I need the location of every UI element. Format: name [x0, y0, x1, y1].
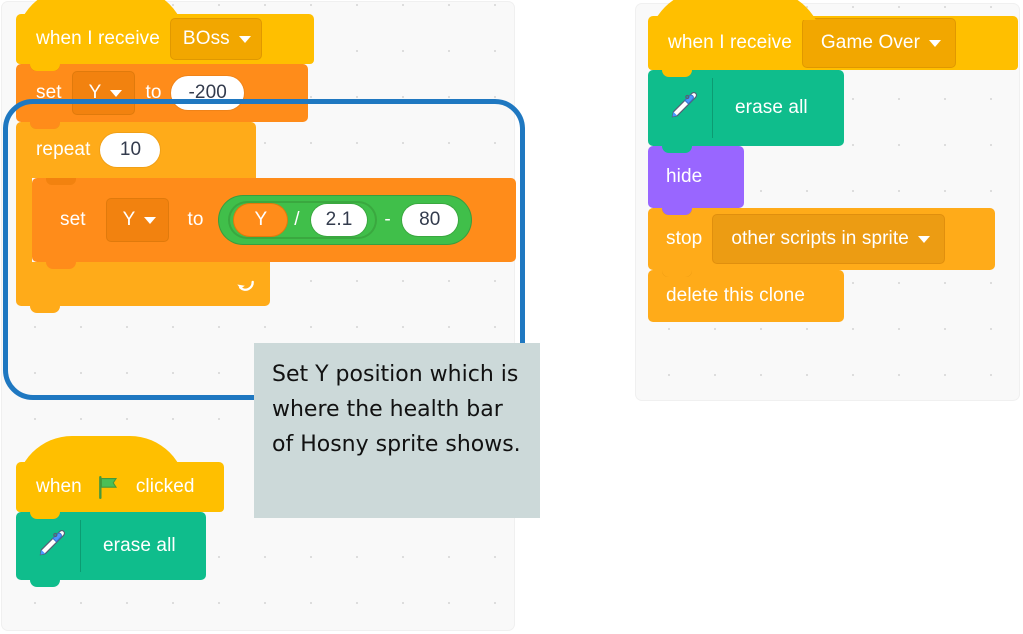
pen-icon-divider: [80, 520, 81, 572]
chevron-down-icon: [917, 235, 930, 243]
clicked-label: clicked: [135, 476, 195, 497]
when-i-receive-label: when I receive: [668, 32, 792, 53]
block-repeat-10[interactable]: repeat 10 set Y to Y /: [16, 122, 516, 313]
block-notch-bottom: [30, 121, 60, 129]
repeat-footer[interactable]: [16, 262, 270, 313]
block-notch-bottom: [662, 269, 692, 277]
erase-all-label: erase all: [735, 97, 808, 118]
block-notch-bottom: [30, 511, 60, 519]
pen-icon: [671, 92, 698, 118]
message-dropdown-value: BOss: [182, 28, 230, 49]
block-notch-bottom: [30, 63, 60, 71]
block-notch-bottom: [662, 207, 692, 215]
hat-cap-shape: [16, 436, 224, 466]
variable-reporter-y[interactable]: Y: [234, 204, 288, 236]
chevron-down-icon: [110, 89, 123, 97]
when-i-receive-label: when I receive: [36, 28, 160, 49]
chevron-down-icon: [238, 35, 251, 43]
set-label: set: [36, 82, 62, 103]
minus-symbol: -: [384, 209, 391, 230]
variable-dropdown-value: Y: [122, 209, 136, 230]
repeat-times-input[interactable]: 10: [100, 133, 161, 167]
repeat-label: repeat: [36, 139, 91, 160]
when-label: when: [36, 476, 82, 497]
pen-icon-divider: [712, 78, 713, 138]
stop-target-value: other scripts in sprite: [731, 228, 909, 249]
block-when-i-receive-game-over[interactable]: when I receive Game Over: [648, 0, 1018, 77]
block-hide[interactable]: hide: [648, 146, 744, 215]
to-label: to: [187, 209, 204, 230]
block-notch-bottom: [30, 305, 60, 313]
hat-cap-shape: [16, 0, 314, 18]
script-when-i-receive-boss[interactable]: when I receive BOss set Y to -200 repeat…: [16, 0, 516, 313]
chevron-down-icon: [929, 39, 942, 47]
value-input-minus200[interactable]: -200: [171, 76, 244, 110]
block-when-green-flag-clicked[interactable]: when clicked: [16, 436, 224, 519]
annotation-note: Set Y position which is where the health…: [254, 343, 540, 518]
block-erase-all-game-over[interactable]: erase all: [648, 70, 844, 153]
variable-dropdown-y[interactable]: Y: [71, 71, 136, 115]
block-notch-bottom: [46, 261, 76, 269]
erase-all-label: erase all: [103, 535, 176, 556]
message-dropdown-value: Game Over: [820, 32, 921, 53]
delete-this-clone-label: delete this clone: [666, 285, 806, 306]
loop-arrow-icon: [237, 280, 254, 291]
divisor-input[interactable]: 2.1: [310, 204, 368, 236]
operator-divide-block[interactable]: Y / 2.1: [228, 201, 378, 239]
block-erase-all-flag[interactable]: erase all: [16, 512, 206, 587]
repeat-header[interactable]: repeat 10: [16, 122, 256, 178]
operator-subtract-block[interactable]: Y / 2.1 - 80: [219, 196, 471, 244]
stop-label: stop: [666, 228, 703, 249]
hat-cap-shape: [648, 0, 1018, 20]
block-set-y-to-minus200[interactable]: set Y to -200: [16, 64, 308, 129]
block-set-y-to-expression[interactable]: set Y to Y / 2.1 - 80: [32, 178, 516, 269]
message-dropdown-game-over[interactable]: Game Over: [801, 18, 957, 68]
block-notch-top: [46, 178, 76, 185]
pen-icon: [39, 530, 66, 556]
hide-label: hide: [666, 166, 703, 187]
block-stop-other-scripts[interactable]: stop other scripts in sprite: [648, 208, 995, 277]
chevron-down-icon: [144, 216, 157, 224]
script-when-flag-clicked[interactable]: when clicked erase all: [16, 436, 224, 587]
block-notch-bottom: [662, 145, 692, 153]
block-notch-bottom: [30, 579, 60, 587]
variable-dropdown-y[interactable]: Y: [105, 198, 170, 242]
block-delete-this-clone[interactable]: delete this clone: [648, 270, 844, 322]
subtrahend-input[interactable]: 80: [401, 204, 458, 236]
message-dropdown-boss[interactable]: BOss: [169, 18, 262, 60]
variable-dropdown-value: Y: [88, 82, 102, 103]
to-label: to: [145, 82, 162, 103]
stop-target-dropdown[interactable]: other scripts in sprite: [712, 214, 945, 264]
block-when-i-receive-boss[interactable]: when I receive BOss: [16, 0, 314, 71]
green-flag-icon: [98, 476, 117, 500]
set-label: set: [60, 209, 86, 230]
repeat-left-arm: [16, 178, 32, 262]
script-when-i-receive-game-over[interactable]: when I receive Game Over erase all hide …: [648, 0, 1018, 322]
block-notch-bottom: [662, 69, 692, 77]
divide-symbol: /: [294, 209, 300, 230]
